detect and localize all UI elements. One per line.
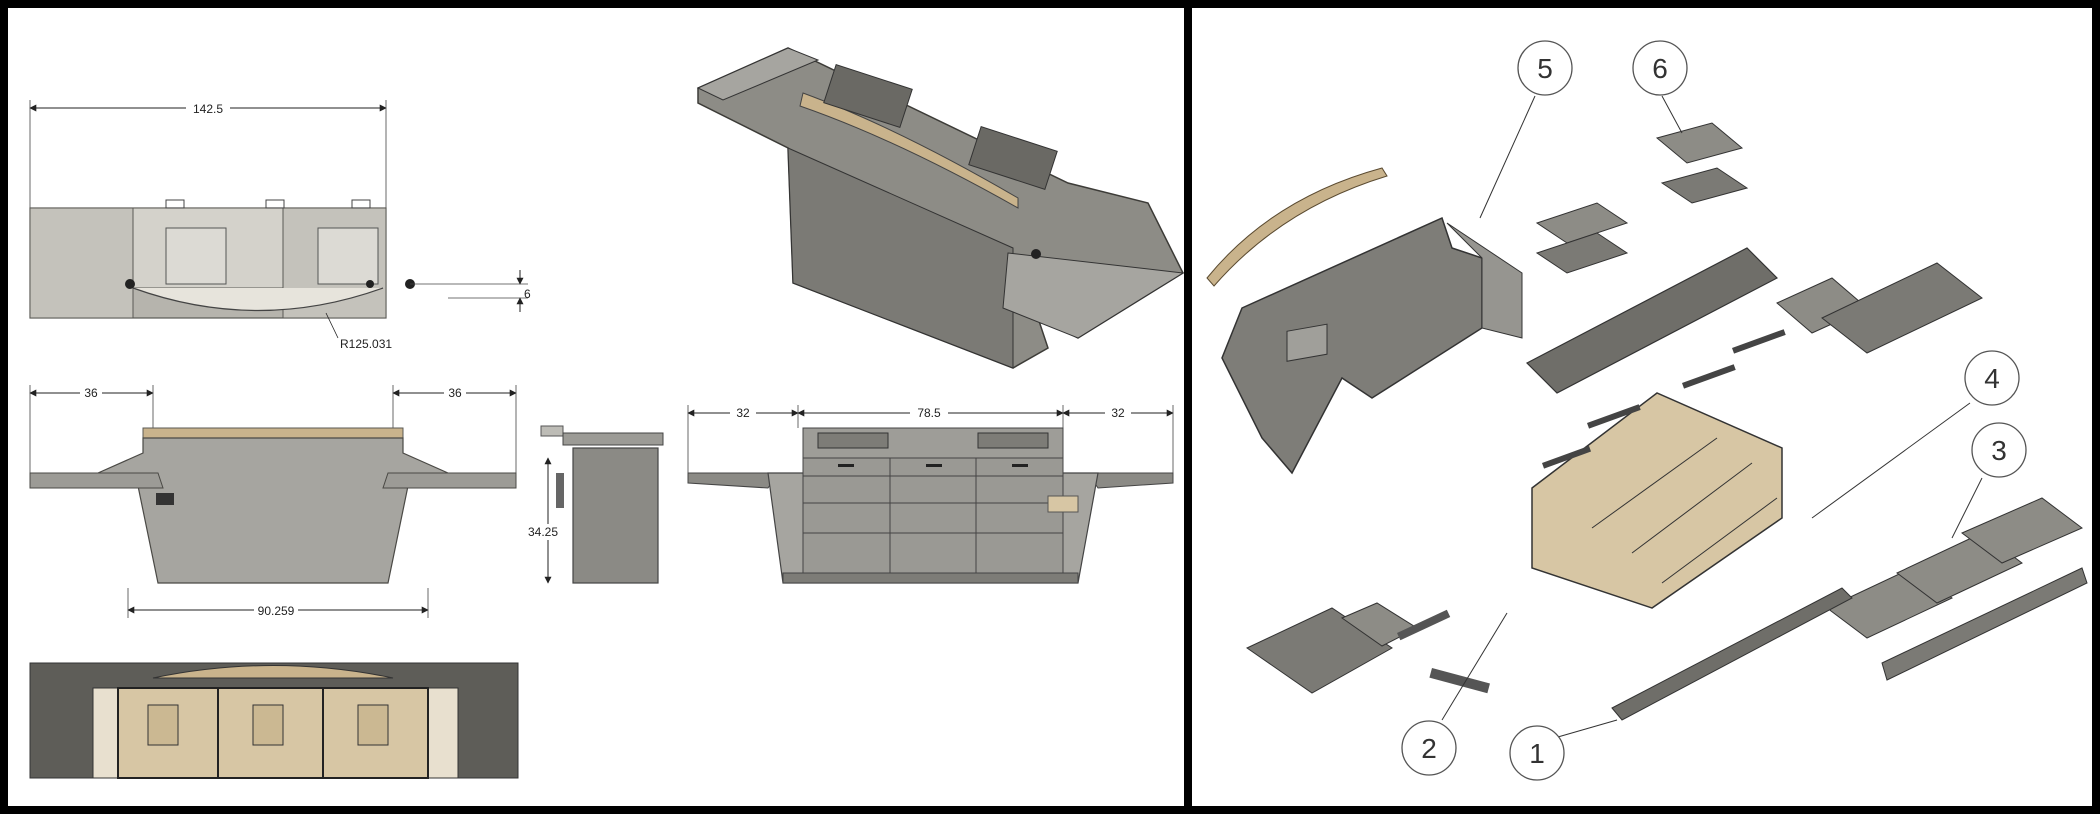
svg-text:6: 6 [1652,53,1668,84]
callout-2: 2 [1401,612,1508,776]
dim-gap: 6 [524,287,531,301]
dim-left-wing: 36 [84,386,98,400]
callout-6: 6 [1632,40,1688,134]
callout-3: 3 [1951,422,2027,539]
dim-right-wing: 36 [448,386,462,400]
dim-bottom-width: 90.259 [258,604,295,618]
dim-rear-center: 78.5 [917,406,941,420]
curved-wood-top [1206,167,1388,287]
dim-height: 34.25 [528,525,558,539]
front-elevation-view: 36 36 90.259 [29,385,517,618]
callout-5: 5 [1479,40,1573,219]
svg-text:4: 4 [1984,363,2000,394]
grommet-hole-icon [125,279,135,289]
dim-top-width: 142.5 [193,102,223,116]
top-plan-view: 142.5 6 R125.031 [29,100,531,351]
rear-elevation-view: 32 78.5 32 [687,405,1174,584]
callout-4: 4 [1811,350,2020,519]
isometric-view [696,47,1184,369]
exploded-assembly-svg: 5 6 4 3 2 1 [1206,40,2088,781]
logo-plate [156,493,174,505]
orthographic-views-svg: 142.5 6 R125.031 36 36 [29,47,1184,779]
dim-radius: R125.031 [340,337,392,351]
svg-text:3: 3 [1991,435,2007,466]
side-elevation-view: 34.25 [523,425,664,584]
orthographic-views-panel: 142.5 6 R125.031 36 36 [8,8,1184,806]
bottom-plan-view [29,662,519,779]
callout-1: 1 [1509,719,1618,781]
svg-text:5: 5 [1537,53,1553,84]
dim-rear-left: 32 [736,406,750,420]
exploded-assembly-panel: 5 6 4 3 2 1 [1192,8,2092,806]
svg-text:1: 1 [1529,738,1545,769]
svg-text:2: 2 [1421,733,1437,764]
dim-rear-right: 32 [1111,406,1125,420]
